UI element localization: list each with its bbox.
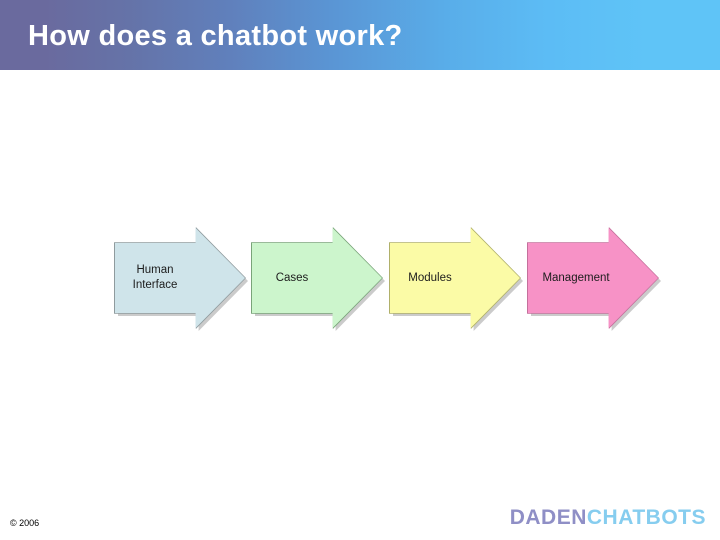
- brand-logo-chatbots: CHATBOTS: [586, 506, 706, 529]
- copyright-notice: © 2006: [10, 518, 40, 528]
- process-arrow-modules[interactable]: Modules: [389, 227, 523, 331]
- arrow-label: Modules: [408, 271, 452, 284]
- slide-header-band: How does a chatbot work?: [0, 0, 720, 70]
- brand-logo-daden: DADEN: [509, 506, 587, 529]
- page-title: How does a chatbot work?: [28, 20, 403, 52]
- brand-logo: DADENCHATBOTS: [510, 506, 706, 530]
- process-arrow-human-interface[interactable]: Human Interface: [114, 227, 248, 331]
- arrow-label: Human Interface: [132, 264, 178, 291]
- process-arrow-cases[interactable]: Cases: [251, 227, 385, 331]
- arrow-label: Management: [542, 271, 610, 284]
- arrow-label: Cases: [275, 271, 309, 284]
- process-arrow-management[interactable]: Management: [527, 227, 661, 331]
